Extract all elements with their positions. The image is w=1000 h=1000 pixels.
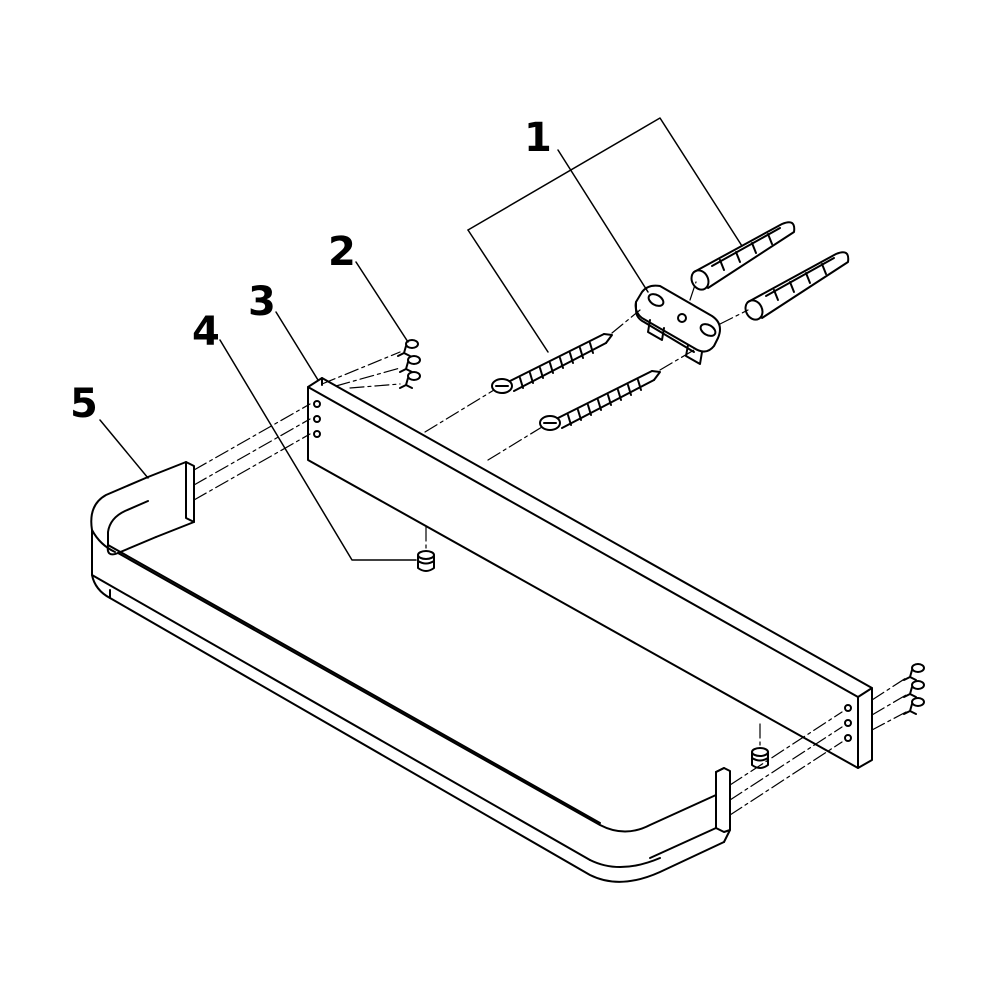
back-rail bbox=[308, 378, 872, 768]
callout-5-label: 5 bbox=[70, 381, 98, 427]
callout-2-label: 2 bbox=[328, 229, 356, 275]
leader-2 bbox=[356, 262, 408, 342]
mounting-bracket bbox=[636, 286, 720, 364]
leader-4 bbox=[220, 340, 416, 560]
leader-5 bbox=[100, 420, 148, 478]
bumper-plug-left bbox=[418, 551, 434, 571]
bumper-plug-right bbox=[752, 748, 768, 768]
fixing-screw bbox=[904, 664, 924, 680]
fixing-screw bbox=[904, 698, 924, 714]
small-fixing-screws-right bbox=[904, 664, 924, 714]
fixing-screw bbox=[398, 340, 418, 356]
leader-1-screws bbox=[468, 118, 742, 246]
fixing-screw bbox=[400, 372, 420, 388]
fixing-screw bbox=[400, 356, 420, 372]
fixing-screw bbox=[904, 681, 924, 697]
leader-1-bracket bbox=[558, 150, 648, 292]
leader-lines bbox=[100, 118, 742, 560]
wall-dowel-upper bbox=[688, 222, 794, 292]
leader-3 bbox=[276, 312, 318, 380]
callout-1-label: 1 bbox=[524, 115, 552, 161]
leader-1-screw bbox=[468, 230, 548, 352]
callout-4-label: 4 bbox=[192, 309, 220, 355]
wall-screw-upper bbox=[492, 334, 612, 393]
small-fixing-screws-left bbox=[398, 340, 420, 388]
callout-3-label: 3 bbox=[248, 279, 276, 325]
wall-dowel-lower bbox=[742, 252, 848, 322]
wall-screw-lower bbox=[540, 371, 660, 430]
towel-bar-frame bbox=[91, 462, 730, 882]
assembly-lines bbox=[194, 282, 906, 815]
